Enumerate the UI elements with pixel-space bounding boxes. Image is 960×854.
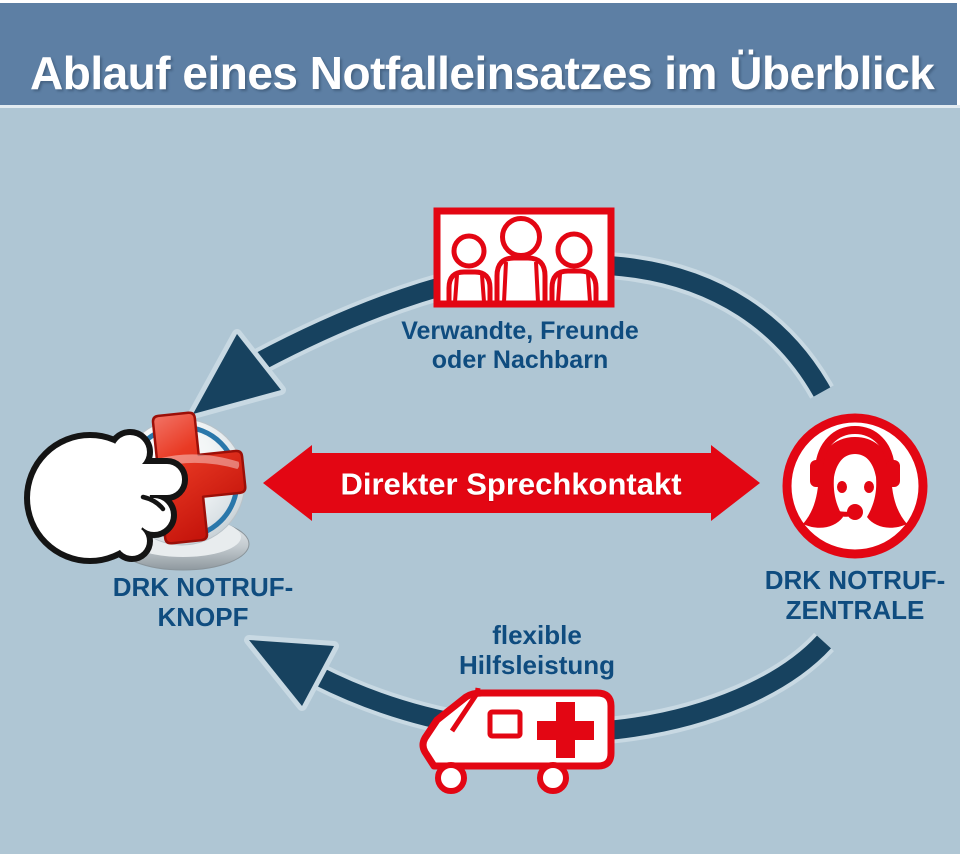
call-center-label: DRK NOTRUF- ZENTRALE bbox=[765, 565, 946, 625]
page-title: Ablauf eines Notfalleinsatzes im Überbli… bbox=[30, 47, 935, 99]
alarm-button-label-line2: KNOPF bbox=[157, 602, 249, 632]
header-bar: Ablauf eines Notfalleinsatzes im Überbli… bbox=[0, 3, 957, 105]
top-arc-arrow bbox=[188, 251, 834, 419]
header-separator bbox=[0, 105, 960, 108]
assistance-label-line1: flexible bbox=[492, 620, 582, 650]
alarm-button-label-line1: DRK NOTRUF- bbox=[112, 572, 294, 602]
relatives-label-line2: oder Nachbarn bbox=[431, 346, 609, 374]
call-center-label-line2: ZENTRALE bbox=[785, 595, 925, 625]
double-arrow bbox=[263, 445, 760, 521]
direct-contact-label-text: Direkter Sprechkontakt bbox=[340, 466, 682, 502]
pointing-hand-icon bbox=[24, 429, 188, 564]
right-border bbox=[957, 0, 960, 106]
assistance-label: flexible Hilfsleistung bbox=[459, 620, 615, 680]
call-center-label-line1: DRK NOTRUF- bbox=[764, 565, 946, 595]
assistance-label-line2: Hilfsleistung bbox=[458, 650, 616, 680]
relatives-label-line1: Verwandte, Freunde bbox=[401, 317, 639, 345]
operator-headset-icon bbox=[782, 413, 928, 559]
direct-contact-label: Direkter Sprechkontakt bbox=[340, 469, 681, 500]
ambulance-icon bbox=[419, 687, 615, 794]
alarm-button-label: DRK NOTRUF- KNOPF bbox=[113, 572, 294, 632]
family-icon bbox=[433, 207, 615, 308]
top-border bbox=[0, 0, 960, 3]
relatives-label: Verwandte, Freunde oder Nachbarn bbox=[401, 317, 639, 375]
bottom-arc-arrow bbox=[244, 632, 834, 747]
